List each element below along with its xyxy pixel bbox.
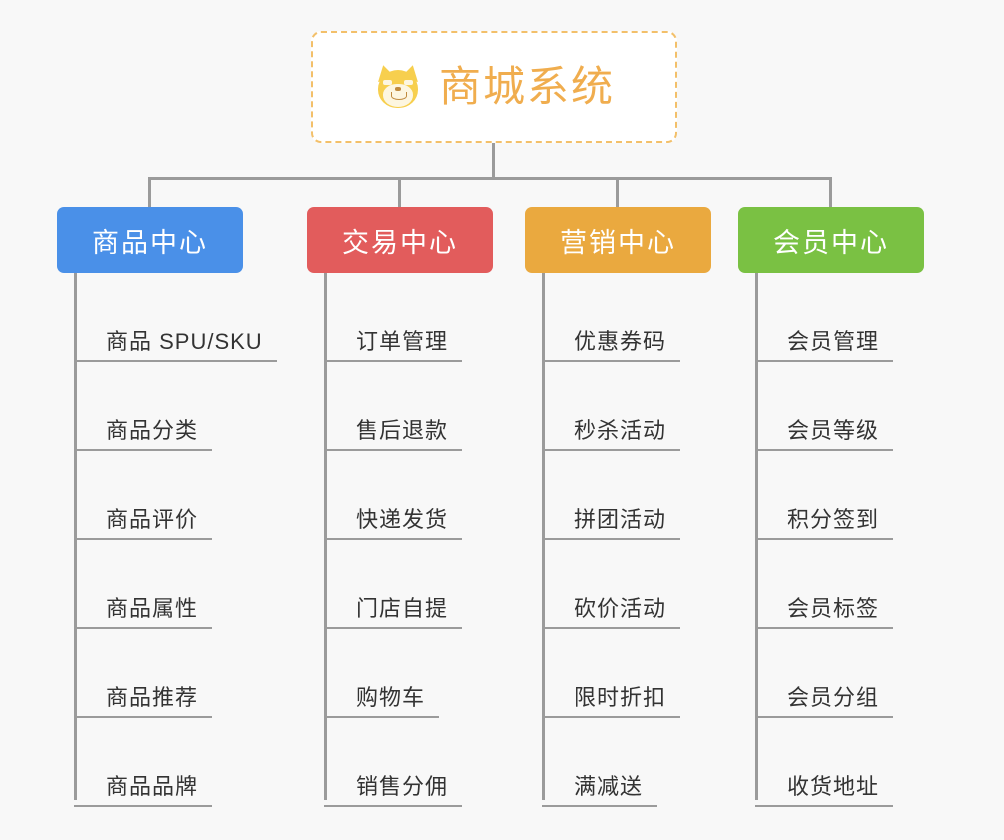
list-item[interactable]: 收货地址 — [755, 718, 975, 807]
dog-mouth-icon — [390, 92, 407, 100]
connector-drop-会员中心 — [829, 177, 832, 207]
list-item[interactable]: 会员管理 — [755, 273, 975, 362]
list-item[interactable]: 拼团活动 — [542, 451, 755, 540]
leaf-label: 拼团活动 — [542, 507, 681, 540]
leaf-label: 砍价活动 — [542, 596, 681, 629]
leaf-label: 快递发货 — [324, 507, 463, 540]
list-item[interactable]: 满减送 — [542, 718, 755, 807]
shiba-dog-face-icon — [373, 61, 425, 113]
list-item[interactable]: 门店自提 — [324, 540, 542, 629]
leaf-label: 销售分佣 — [324, 774, 463, 807]
leaf-label: 会员分组 — [755, 685, 894, 718]
list-item[interactable]: 购物车 — [324, 629, 542, 718]
category-stem-1 — [74, 273, 77, 800]
list-item[interactable]: 会员分组 — [755, 629, 975, 718]
connector-drop-营销中心 — [616, 177, 619, 207]
list-item[interactable]: 会员等级 — [755, 362, 975, 451]
list-item[interactable]: 限时折扣 — [542, 629, 755, 718]
category-column-4: 会员中心 会员管理 会员等级 积分签到 会员标签 会员分组 收货地址 — [738, 207, 958, 807]
list-item[interactable]: 商品分类 — [74, 362, 324, 451]
leaf-label: 限时折扣 — [542, 685, 681, 718]
dog-face-shape — [374, 63, 422, 109]
leaf-label: 会员等级 — [755, 418, 894, 451]
leaf-label: 订单管理 — [324, 329, 463, 362]
connector-drop-交易中心 — [398, 177, 401, 207]
leaf-list-2: 订单管理 售后退款 快递发货 门店自提 购物车 销售分佣 — [324, 273, 542, 807]
category-header-4[interactable]: 会员中心 — [738, 207, 924, 273]
list-item[interactable]: 商品评价 — [74, 451, 324, 540]
list-item[interactable]: 秒杀活动 — [542, 362, 755, 451]
leaf-label: 商品属性 — [74, 596, 213, 629]
leaf-label: 售后退款 — [324, 418, 463, 451]
leaf-label: 商品评价 — [74, 507, 213, 540]
category-header-3[interactable]: 营销中心 — [525, 207, 711, 273]
category-stem-2 — [324, 273, 327, 800]
list-item[interactable]: 优惠券码 — [542, 273, 755, 362]
leaf-label: 商品推荐 — [74, 685, 213, 718]
leaf-label: 优惠券码 — [542, 329, 681, 362]
list-item[interactable]: 商品 SPU/SKU — [74, 273, 324, 362]
leaf-label: 商品品牌 — [74, 774, 213, 807]
leaf-label: 会员管理 — [755, 329, 894, 362]
category-stem-4 — [755, 273, 758, 800]
leaf-label: 收货地址 — [755, 774, 894, 807]
connector-root-stem — [492, 143, 495, 179]
list-item[interactable]: 商品品牌 — [74, 718, 324, 807]
leaf-label: 门店自提 — [324, 596, 463, 629]
leaf-label: 购物车 — [324, 685, 440, 718]
dog-eye-left-icon — [382, 80, 392, 85]
list-item[interactable]: 会员标签 — [755, 540, 975, 629]
connector-drop-商品中心 — [148, 177, 151, 207]
list-item[interactable]: 快递发货 — [324, 451, 542, 540]
list-item[interactable]: 订单管理 — [324, 273, 542, 362]
connector-horizontal-bus — [148, 177, 832, 180]
category-column-3: 营销中心 优惠券码 秒杀活动 拼团活动 砍价活动 限时折扣 满减送 — [525, 207, 738, 807]
leaf-label: 会员标签 — [755, 596, 894, 629]
leaf-label: 满减送 — [542, 774, 658, 807]
list-item[interactable]: 砍价活动 — [542, 540, 755, 629]
leaf-list-1: 商品 SPU/SKU 商品分类 商品评价 商品属性 商品推荐 商品品牌 — [74, 273, 324, 807]
category-stem-3 — [542, 273, 545, 800]
list-item[interactable]: 商品推荐 — [74, 629, 324, 718]
category-header-1[interactable]: 商品中心 — [57, 207, 243, 273]
leaf-label: 秒杀活动 — [542, 418, 681, 451]
dog-nose-icon — [394, 87, 401, 91]
category-header-2[interactable]: 交易中心 — [307, 207, 493, 273]
list-item[interactable]: 售后退款 — [324, 362, 542, 451]
leaf-label: 积分签到 — [755, 507, 894, 540]
dog-eye-right-icon — [403, 80, 413, 85]
category-column-1: 商品中心 商品 SPU/SKU 商品分类 商品评价 商品属性 商品推荐 商品品牌 — [57, 207, 307, 807]
leaf-list-3: 优惠券码 秒杀活动 拼团活动 砍价活动 限时折扣 满减送 — [542, 273, 755, 807]
leaf-list-4: 会员管理 会员等级 积分签到 会员标签 会员分组 收货地址 — [755, 273, 975, 807]
category-column-2: 交易中心 订单管理 售后退款 快递发货 门店自提 购物车 销售分佣 — [307, 207, 525, 807]
leaf-label: 商品 SPU/SKU — [74, 329, 277, 362]
root-node[interactable]: 商城系统 — [311, 31, 677, 143]
list-item[interactable]: 积分签到 — [755, 451, 975, 540]
list-item[interactable]: 商品属性 — [74, 540, 324, 629]
list-item[interactable]: 销售分佣 — [324, 718, 542, 807]
root-title: 商城系统 — [438, 63, 615, 110]
leaf-label: 商品分类 — [74, 418, 213, 451]
